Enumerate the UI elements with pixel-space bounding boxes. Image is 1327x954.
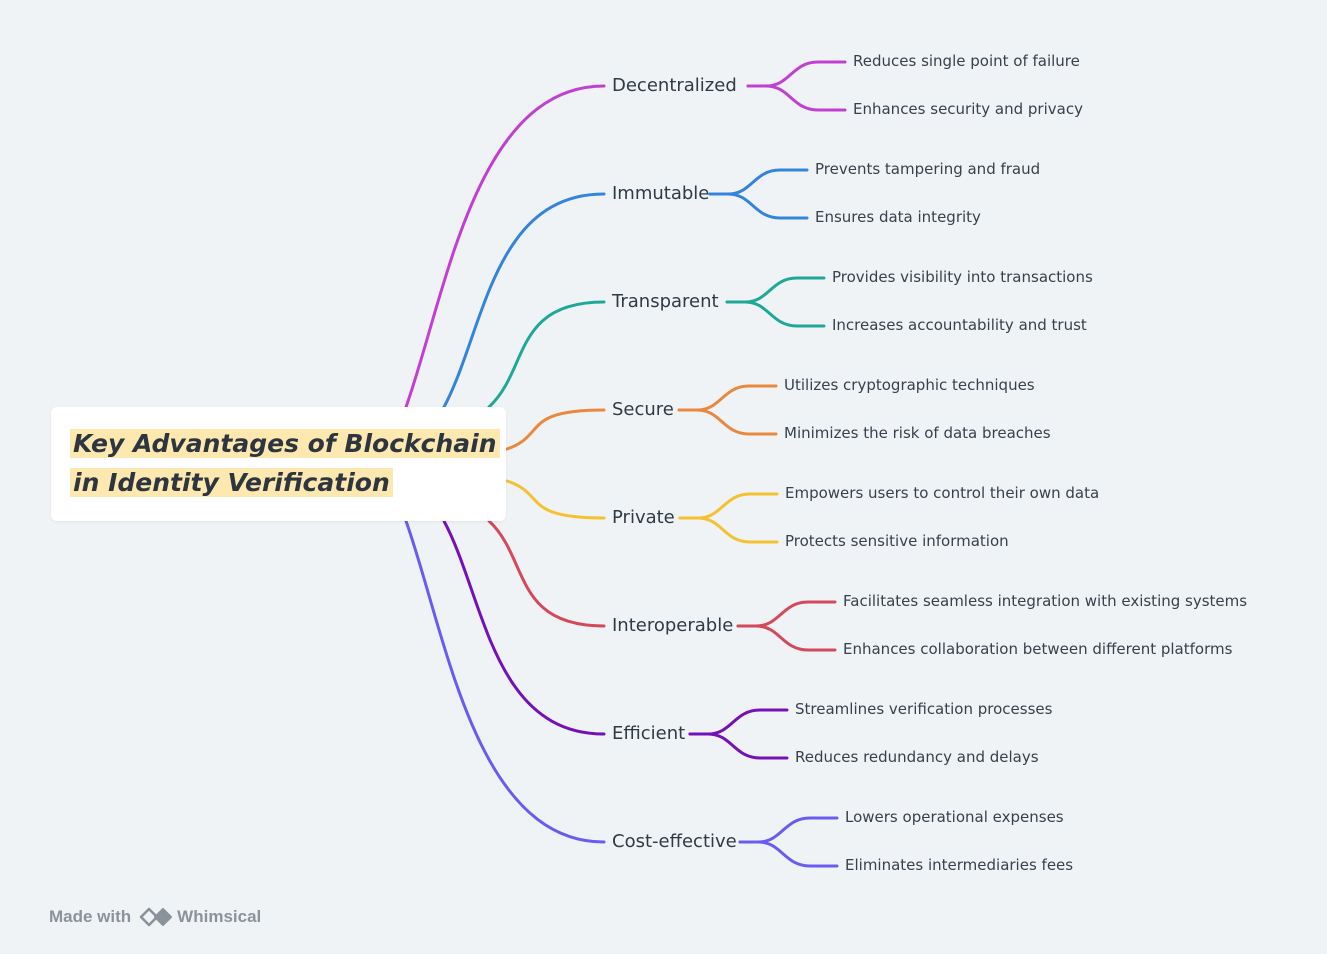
leaf-label[interactable]: Facilitates seamless integration with ex… (843, 592, 1248, 610)
leaf-label[interactable]: Reduces single point of failure (853, 52, 1080, 70)
leaf-label[interactable]: Ensures data integrity (815, 208, 981, 226)
leaf-connector (738, 816, 839, 844)
branch-connector (404, 84, 606, 409)
branch-label[interactable]: Interoperable (612, 615, 734, 636)
leaf-connector (736, 624, 837, 652)
made-with-footer[interactable]: Made with Whimsical (49, 905, 261, 929)
branch-label[interactable]: Decentralized (612, 75, 737, 96)
leaf-connector (708, 192, 809, 220)
made-with-text: Made with (49, 907, 132, 926)
leaf-connector (678, 516, 779, 544)
leaf-connector (746, 84, 847, 112)
leaf-connector (677, 384, 778, 412)
branch-connector (505, 479, 606, 520)
leaf-label[interactable]: Prevents tampering and fraud (815, 160, 1041, 178)
leaf-connector (688, 708, 789, 736)
branch-connector (442, 519, 606, 736)
leaf-connector (736, 600, 837, 628)
branch-connector (404, 519, 606, 844)
leaf-label[interactable]: Enhances security and privacy (853, 100, 1083, 118)
leaf-label[interactable]: Protects sensitive information (785, 532, 1009, 550)
branch-label[interactable]: Efficient (612, 723, 686, 744)
root-node[interactable] (51, 407, 506, 521)
leaf-connector (678, 492, 779, 520)
leaf-connector (725, 276, 826, 304)
branch-label[interactable]: Immutable (612, 183, 710, 204)
leaf-label[interactable]: Provides visibility into transactions (832, 268, 1093, 286)
leaf-label[interactable]: Enhances collaboration between different… (843, 640, 1233, 658)
leaf-connector (688, 732, 789, 760)
branch-connector (487, 300, 606, 409)
branch-label[interactable]: Transparent (612, 291, 719, 312)
leaf-connector (708, 168, 809, 196)
leaf-connector (738, 840, 839, 868)
branch-connector (487, 519, 606, 628)
branch-label[interactable]: Private (612, 507, 675, 528)
branch-label[interactable]: Secure (612, 399, 674, 420)
branch-connector (442, 192, 606, 409)
leaf-label[interactable]: Lowers operational expenses (845, 808, 1064, 826)
leaf-label[interactable]: Reduces redundancy and delays (795, 748, 1039, 766)
whimsical-logo-icon (139, 907, 173, 927)
leaf-label[interactable]: Utilizes cryptographic techniques (784, 376, 1035, 394)
leaf-connector (746, 60, 847, 88)
leaf-label[interactable]: Streamlines verification processes (795, 700, 1053, 718)
branch-connector (505, 408, 606, 451)
leaf-connector (725, 300, 826, 328)
leaf-label[interactable]: Eliminates intermediaries fees (845, 856, 1074, 874)
leaf-label[interactable]: Empowers users to control their own data (785, 484, 1100, 502)
branch-label[interactable]: Cost-effective (612, 831, 737, 852)
leaf-connector (677, 408, 778, 436)
leaf-label[interactable]: Minimizes the risk of data breaches (784, 424, 1051, 442)
root-title: Key Advantages of Blockchain in Identity… (70, 424, 500, 502)
whimsical-brand: Whimsical (177, 907, 262, 926)
leaf-label[interactable]: Increases accountability and trust (832, 316, 1087, 334)
